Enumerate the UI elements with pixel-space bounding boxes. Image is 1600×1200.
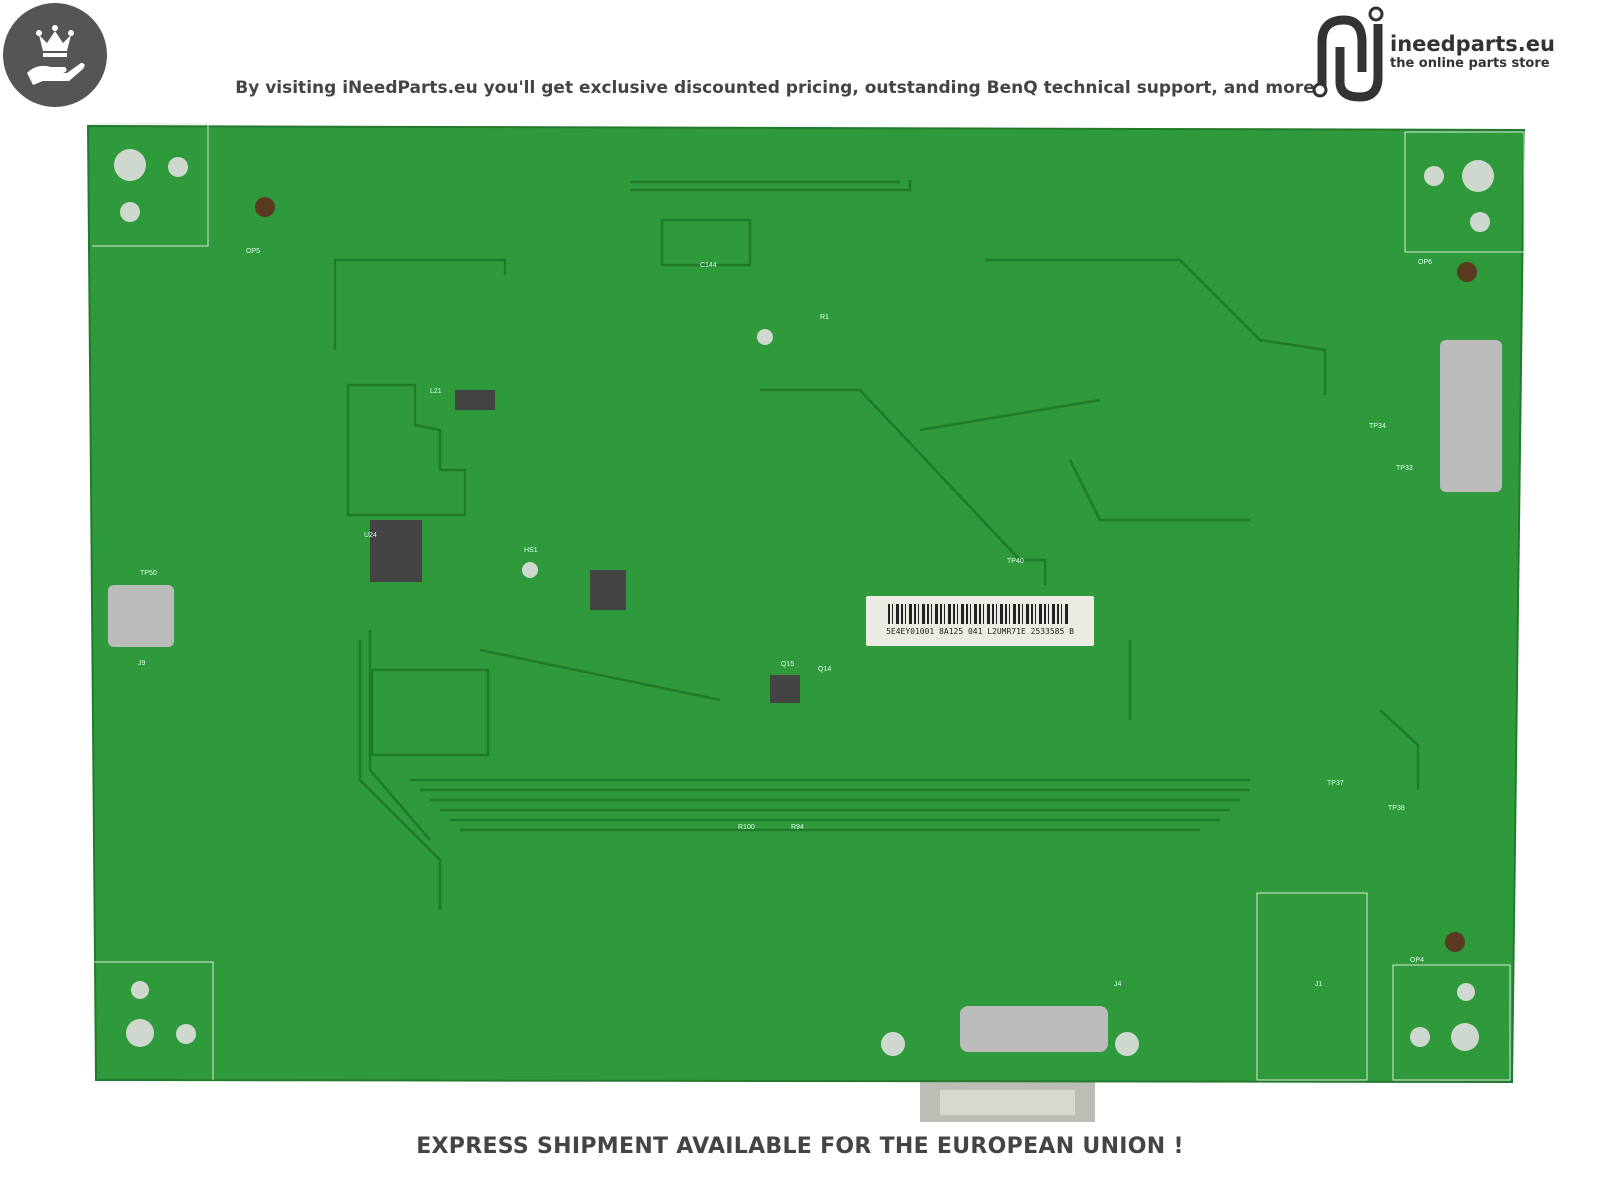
silk-label: L21 <box>430 388 442 395</box>
crown-hand-icon <box>3 3 107 107</box>
silk-label: TP33 <box>1396 465 1413 472</box>
silk-label: U24 <box>364 532 377 539</box>
silk-label: R100 <box>738 824 755 831</box>
silk-label: TP38 <box>1388 805 1405 812</box>
silk-label: OP6 <box>1418 259 1433 266</box>
ineedparts-logo[interactable]: ineedparts.eu the online parts store <box>1310 2 1600 102</box>
silk-label: J4 <box>1114 981 1122 988</box>
barcode-sticker: 5E4EY01001 8A125 041 L2UMR71E 2533585 B <box>866 596 1094 646</box>
silk-label: J1 <box>1315 981 1323 988</box>
silk-label: TP50 <box>140 570 157 577</box>
silk-label: R94 <box>791 824 804 831</box>
barcode <box>888 604 1068 624</box>
silk-label: Q14 <box>818 666 832 673</box>
silk-label: HS1 <box>524 547 538 554</box>
sticker-code: 5E4EY01001 8A125 041 L2UMR71E 2533585 B <box>886 627 1074 636</box>
footer-banner: EXPRESS SHIPMENT AVAILABLE FOR THE EUROP… <box>416 1134 1184 1159</box>
logo-name: ineedparts.eu <box>1390 32 1555 56</box>
silk-label: Q15 <box>781 661 795 668</box>
silk-label: TP34 <box>1369 423 1386 430</box>
silk-label: C144 <box>700 262 717 269</box>
logo-subtitle: the online parts store <box>1390 56 1550 71</box>
header-tagline: By visiting iNeedParts.eu you'll get exc… <box>235 78 1315 98</box>
silk-label: TP40 <box>1007 558 1024 565</box>
silk-label: OP5 <box>246 248 261 255</box>
silk-label: J9 <box>138 660 146 667</box>
silk-label: R1 <box>820 314 829 321</box>
silk-label: TP37 <box>1327 780 1344 787</box>
silk-label: OP4 <box>1410 957 1425 964</box>
logo-mark-icon <box>1312 6 1384 102</box>
